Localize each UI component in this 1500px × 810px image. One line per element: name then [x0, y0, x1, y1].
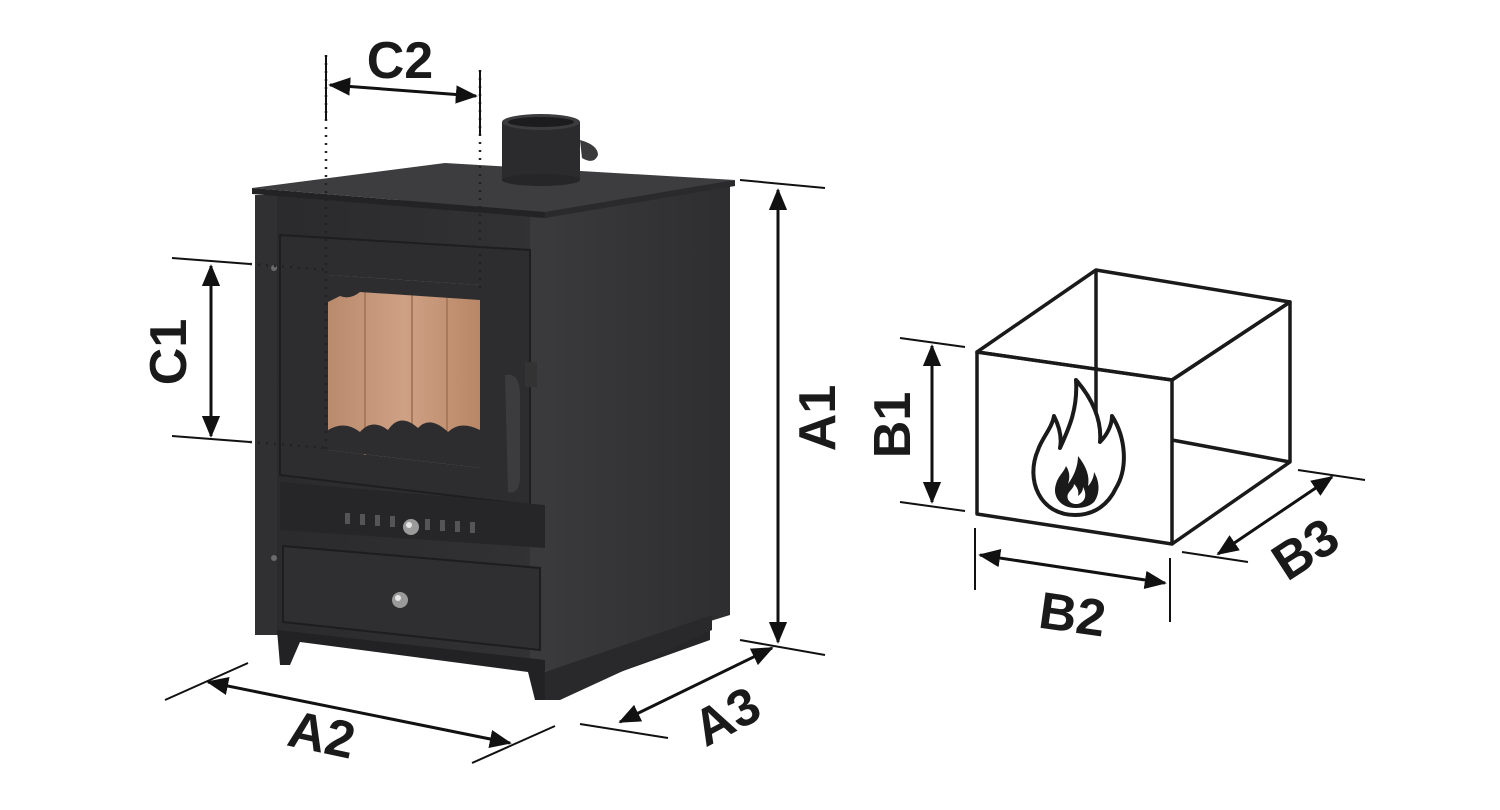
label-b2: B2: [1035, 582, 1109, 649]
ash-drawer: [282, 544, 541, 652]
label-a2: A2: [283, 700, 360, 771]
c1-guide-top: [249, 262, 329, 272]
wood-stove-icon: [252, 114, 735, 700]
label-a3: A3: [684, 676, 770, 758]
dimension-b2: B2: [974, 528, 1171, 649]
label-b1: B1: [864, 392, 922, 458]
firebox-cube-icon: [975, 268, 1292, 546]
label-c2: C2: [367, 32, 433, 90]
stove-side-panel: [545, 180, 730, 672]
label-c1: C1: [140, 319, 198, 385]
dimension-c1: C1: [140, 257, 251, 443]
dimension-a1: A1: [739, 179, 847, 656]
stove-top: [252, 163, 735, 212]
flame-icon: [1031, 378, 1126, 517]
label-a1: A1: [789, 385, 847, 451]
flue-pipe: [502, 114, 598, 186]
c1-guide-bottom: [249, 440, 329, 450]
label-b3: B3: [1262, 507, 1349, 592]
dimension-a2: A2: [164, 662, 556, 771]
dimension-c2: C2: [325, 32, 481, 135]
dimension-b1: B1: [864, 337, 966, 512]
dimension-b3: B3: [1181, 469, 1366, 592]
